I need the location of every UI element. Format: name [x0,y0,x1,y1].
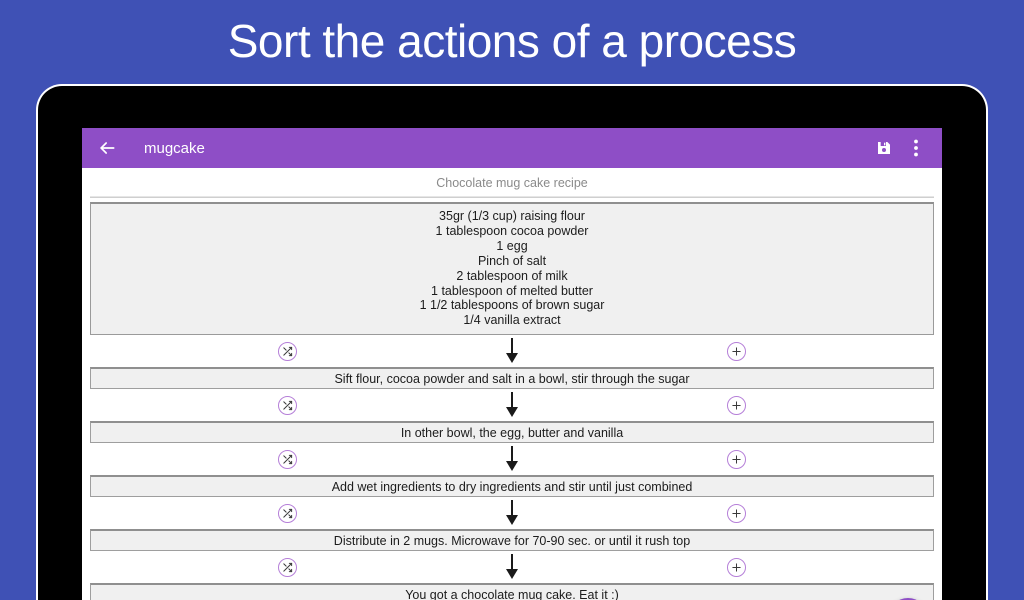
save-floppy-icon[interactable] [872,136,896,160]
arrow-down-icon [504,392,520,418]
edit-fab-button[interactable] [888,598,928,600]
step-text: Sift flour, cocoa powder and salt in a b… [334,371,690,386]
plus-circle-icon[interactable] [727,449,746,469]
shuffle-icon[interactable] [278,449,297,469]
ingredient-line: 1 tablespoon cocoa powder [435,223,589,238]
ingredient-line: 1 tablespoon of melted butter [431,283,593,298]
step-row[interactable]: Sift flour, cocoa powder and salt in a b… [90,367,934,390]
step-text: Distribute in 2 mugs. Microwave for 70-9… [333,533,691,548]
promo-headline: Sort the actions of a process [227,15,797,67]
overflow-menu-icon[interactable] [904,136,928,160]
step-row[interactable]: Distribute in 2 mugs. Microwave for 70-9… [90,529,934,552]
recipe-content: Chocolate mug cake recipe 35gr (1/3 cup)… [82,168,942,600]
shuffle-icon[interactable] [278,341,297,361]
connector-row [90,443,934,475]
ingredients-panel[interactable]: 35gr (1/3 cup) raising flour 1 tablespoo… [90,202,934,336]
arrow-down-icon [504,338,520,364]
plus-circle-icon[interactable] [727,557,746,577]
ingredient-line: 1 1/2 tablespoons of brown sugar [419,298,605,313]
step-text: In other bowl, the egg, butter and vanil… [400,425,624,440]
tablet-device-frame: mugcake Chocolate mug cake recipe [36,84,988,600]
shuffle-icon[interactable] [278,557,297,577]
app-title: mugcake [144,139,205,157]
arrow-down-icon [504,500,520,526]
back-arrow-icon[interactable] [96,137,118,159]
step-text: Add wet ingredients to dry ingredients a… [331,479,693,494]
shuffle-icon[interactable] [278,395,297,415]
ingredient-line: Pinch of salt [477,253,547,268]
tablet-screen: mugcake Chocolate mug cake recipe [82,128,942,600]
title-divider [90,196,934,198]
ingredient-line: 1/4 vanilla extract [463,313,561,328]
connector-row [90,389,934,421]
plus-circle-icon[interactable] [727,341,746,361]
shuffle-icon[interactable] [278,503,297,523]
app-bar: mugcake [82,128,942,168]
ingredient-line: 1 egg [496,238,528,253]
step-row[interactable]: In other bowl, the egg, butter and vanil… [90,421,934,444]
plus-circle-icon[interactable] [727,395,746,415]
plus-circle-icon[interactable] [727,503,746,523]
arrow-down-icon [504,554,520,580]
step-text: You got a chocolate mug cake. Eat it :) [405,587,619,600]
connector-row [90,551,934,583]
arrow-down-icon [504,446,520,472]
ingredient-line: 35gr (1/3 cup) raising flour [439,209,585,223]
step-row[interactable]: You got a chocolate mug cake. Eat it :) [90,583,934,600]
connector-row [90,497,934,529]
step-row[interactable]: Add wet ingredients to dry ingredients a… [90,475,934,498]
recipe-title: Chocolate mug cake recipe [436,176,588,190]
connector-row [90,335,934,367]
ingredient-line: 2 tablespoon of milk [456,268,568,283]
